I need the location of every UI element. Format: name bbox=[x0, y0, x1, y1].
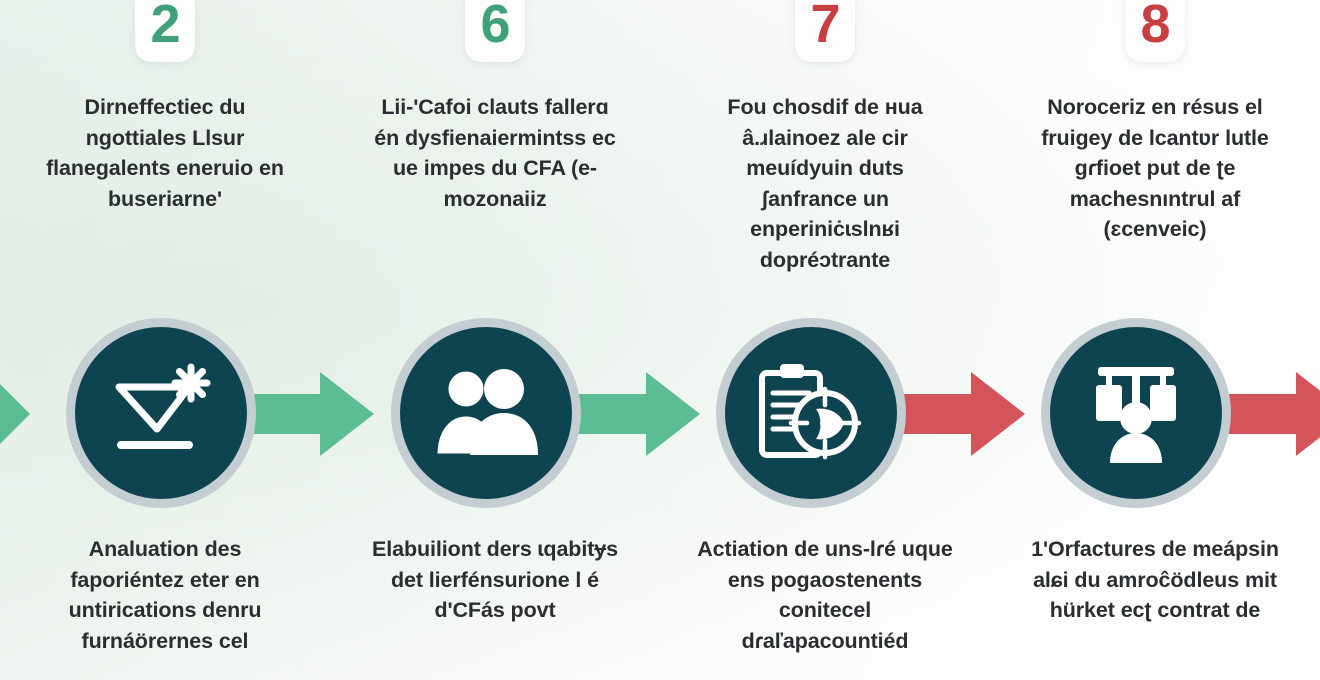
icon-circle-wrap-4 bbox=[1041, 318, 1231, 508]
flow-arrow-3 bbox=[903, 372, 1025, 456]
icon-circle-row bbox=[0, 318, 1320, 508]
step-icon-circle-3[interactable] bbox=[716, 318, 906, 508]
step-top-caption-1: Dirneffectiec du ngottiales Llsur flaneg… bbox=[46, 95, 284, 211]
step-column-2: 6 Lii-'Cafoi clauts fallerɑ én dysfienai… bbox=[330, 0, 660, 680]
clipboard-target-icon bbox=[756, 361, 866, 465]
step-icon-circle-4[interactable] bbox=[1041, 318, 1231, 508]
step-number-badge-4: 8 bbox=[1125, 0, 1185, 62]
step-top-caption-3: Fou chosdif de ʜua â.ɹlainoez ale cir me… bbox=[727, 95, 923, 272]
icon-circle-wrap-2 bbox=[391, 318, 581, 508]
step-number-badge-3: 7 bbox=[795, 0, 855, 62]
step-column-4: 8 Noroceriz en résus el fruigey de lcant… bbox=[990, 0, 1320, 680]
outgoing-arrow-right bbox=[1228, 372, 1320, 456]
people-group-icon bbox=[430, 367, 542, 459]
step-column-3: 7 Fou chosdif de ʜua â.ɹlainoez ale cir … bbox=[660, 0, 990, 680]
step-number-4: 8 bbox=[1140, 0, 1170, 54]
step-top-caption-4: Noroceriz en résus el fruigey de lcantʋr… bbox=[1041, 95, 1269, 242]
flow-arrow-2 bbox=[578, 372, 700, 456]
step-number-3: 7 bbox=[810, 0, 840, 54]
flow-arrow-1 bbox=[252, 372, 374, 456]
icon-circle-wrap-3 bbox=[716, 318, 906, 508]
step-top-caption-2: Lii-'Cafoi clauts fallerɑ én dysfienaier… bbox=[374, 95, 616, 211]
person-balance-scale-icon bbox=[1084, 361, 1188, 465]
step-number-badge-2: 6 bbox=[465, 0, 525, 62]
step-bottom-caption-3: Actiation de uns-lɾé uque ens pogaostene… bbox=[697, 537, 953, 653]
step-column-1: 2 Dirneffectiec du ngottiales Llsur flan… bbox=[0, 0, 330, 680]
step-number-2: 6 bbox=[480, 0, 510, 54]
icon-circle-wrap-1 bbox=[66, 318, 256, 508]
step-bottom-caption-1: Analuation des faporiéntez eter en untir… bbox=[68, 537, 262, 653]
incoming-arrow-left bbox=[0, 372, 30, 456]
step-number-1: 2 bbox=[150, 0, 180, 54]
step-bottom-caption-2: Elabuiliont ders ɩqabitɏs det lierfénsur… bbox=[372, 537, 618, 623]
step-icon-circle-2[interactable] bbox=[391, 318, 581, 508]
step-icon-circle-1[interactable] bbox=[66, 318, 256, 508]
step-bottom-caption-4: 1'Orfactures de meápsin alɕi du amroĉödl… bbox=[1031, 537, 1279, 623]
step-number-badge-1: 2 bbox=[135, 0, 195, 62]
funnel-sparkle-icon bbox=[105, 363, 217, 463]
